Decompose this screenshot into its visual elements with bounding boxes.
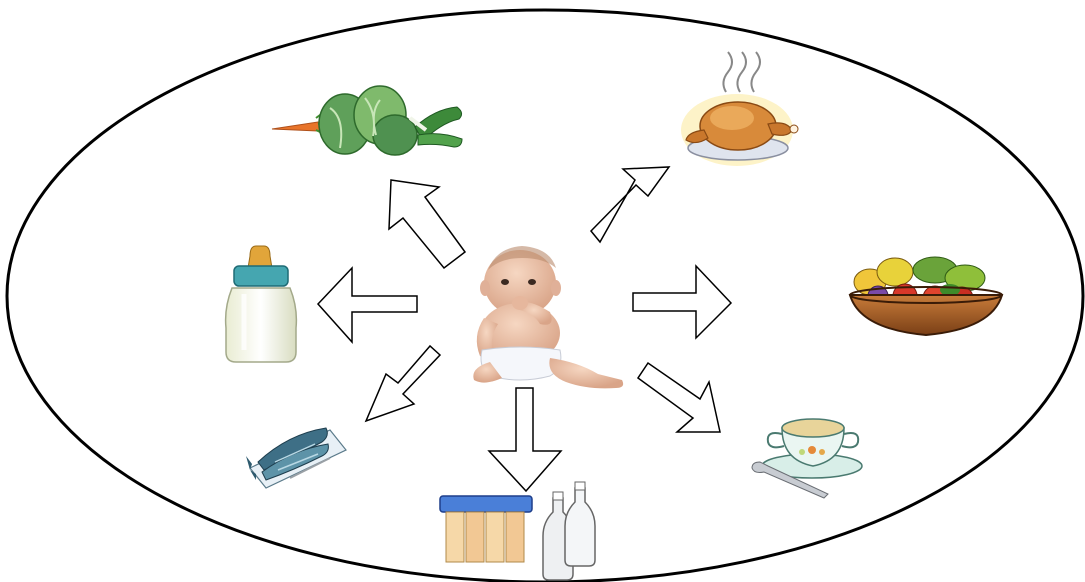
vegetables-icon — [272, 86, 462, 155]
arrow-down-right — [638, 363, 720, 432]
soup-icon — [752, 419, 862, 498]
fish-icon — [246, 428, 346, 488]
arrow-right — [633, 266, 731, 338]
arrow-down — [489, 388, 561, 491]
baby-icon — [473, 246, 623, 388]
arrow-down-left — [366, 346, 440, 421]
arrow-left — [318, 268, 417, 342]
fruit-bowl-icon — [850, 257, 1002, 335]
arrow-up-right — [591, 167, 669, 242]
arrow-up-left — [389, 180, 465, 268]
baby-bottle-icon — [226, 246, 297, 362]
yogurt-milk-icon — [440, 482, 595, 580]
roast-chicken-icon — [681, 52, 798, 166]
